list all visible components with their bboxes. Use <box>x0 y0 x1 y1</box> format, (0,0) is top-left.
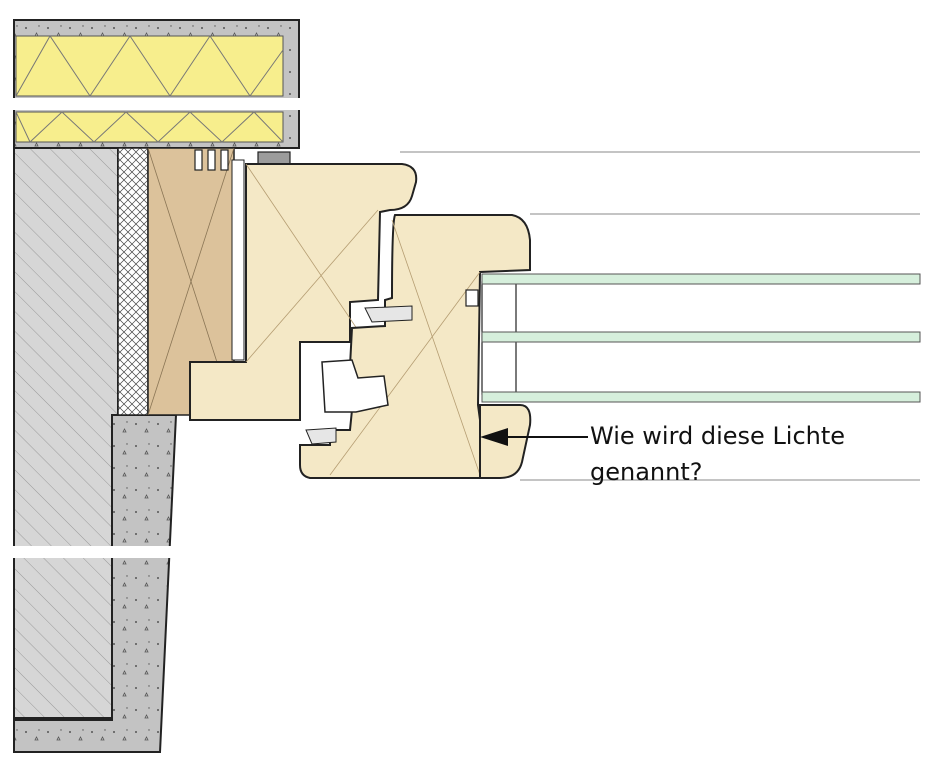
reference-lines <box>400 151 920 481</box>
triple-glazing <box>481 273 921 403</box>
insulation-strip <box>117 147 149 416</box>
bead-clip <box>465 289 479 307</box>
question-line-1: Wie wird diese Lichte <box>590 422 846 450</box>
top-seal <box>257 151 291 165</box>
window-sash <box>299 214 531 479</box>
question-label: Wie wird diese Lichte genannt? <box>590 418 910 490</box>
window-frame <box>189 159 418 421</box>
pointer-arrow <box>480 428 588 446</box>
ceiling-block <box>0 19 300 149</box>
wooden-lining <box>147 147 235 416</box>
question-line-2: genannt? <box>590 458 703 486</box>
